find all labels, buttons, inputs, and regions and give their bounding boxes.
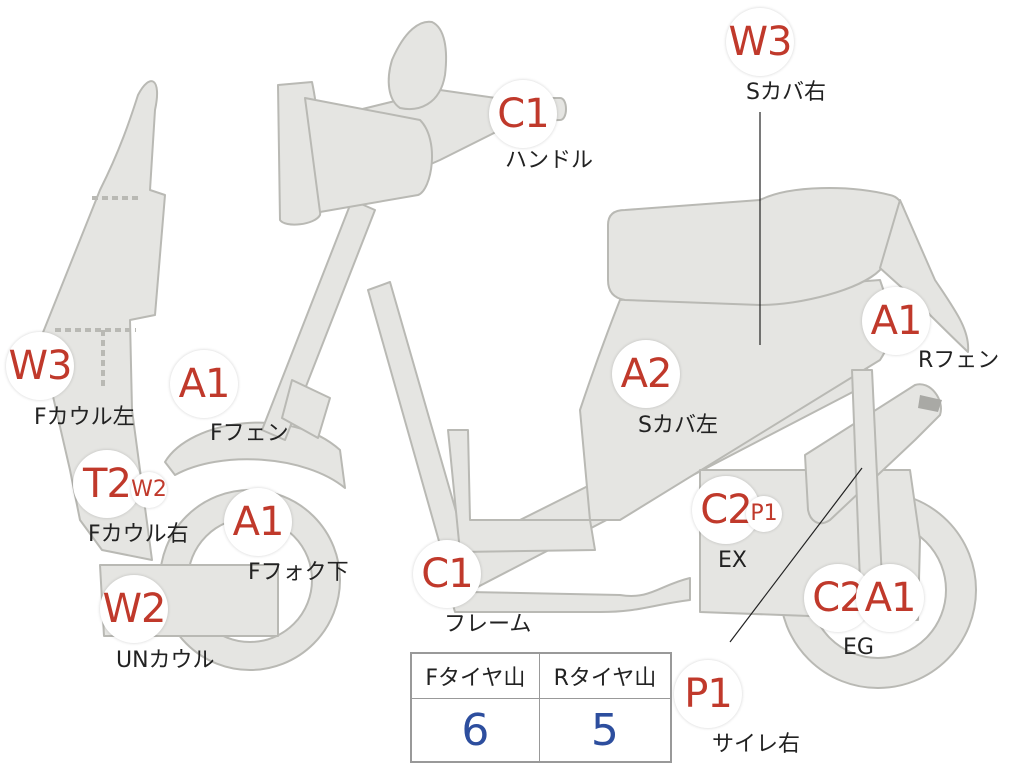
marker-exhaust-sub-code: P1 [750,501,778,526]
marker-f-cowl-right-sub-code: W2 [131,477,167,502]
marker-f-fork-lower-code: A1 [232,499,285,545]
label-exhaust: EX [718,548,747,573]
label-f-fork-lower: Fフォク下 [248,560,349,585]
marker-s-cover-right-code: W3 [728,19,793,65]
marker-f-cowl-right-code: T2 [83,461,132,507]
marker-s-cover-left-code: A2 [620,351,673,397]
label-s-cover-left: Sカバ左 [638,413,718,438]
marker-f-fender-code: A1 [178,361,231,407]
label-engine: EG [843,635,874,660]
marker-s-cover-left[interactable]: A2 [612,340,680,408]
label-muffler-right: サイレ右 [712,732,801,757]
marker-exhaust-sub[interactable]: P1 [746,496,782,532]
label-f-fender: Fフェン [210,421,289,446]
marker-under-cowl[interactable]: W2 [100,575,168,643]
marker-engine-c2-code: C2 [812,575,864,621]
marker-f-cowl-right[interactable]: T2 [73,450,141,518]
marker-s-cover-right[interactable]: W3 [726,8,794,76]
leader-muffler [729,467,863,643]
label-handle: ハンドル [505,148,594,173]
frame-downtube [367,281,471,567]
label-f-cowl-left: Fカウル左 [34,405,135,430]
tire-front-value: 6 [410,698,540,763]
front-cowl [39,80,166,561]
marker-f-fender[interactable]: A1 [170,350,238,418]
meter-pod [304,97,433,213]
marker-f-cowl-left-code: W3 [8,343,73,389]
label-r-fender: Rフェン [918,348,1000,373]
label-f-cowl-right: Fカウル右 [88,522,189,547]
marker-exhaust-code: C2 [700,487,752,533]
label-s-cover-right: Sカバ右 [746,80,826,105]
marker-frame-code: C1 [421,551,473,597]
marker-frame[interactable]: C1 [413,540,481,608]
front-fender [164,421,346,489]
fork-bracket [281,379,331,439]
marker-handle-code: C1 [497,91,549,137]
label-frame: フレーム [444,612,532,637]
label-under-cowl: UNカウル [116,648,215,673]
front-fork [261,199,376,441]
marker-muffler-right-code: P1 [684,671,733,717]
marker-r-fender[interactable]: A1 [862,287,930,355]
marker-r-fender-code: A1 [870,298,923,344]
marker-engine-a1[interactable]: A1 [856,564,924,632]
marker-engine-a1-code: A1 [864,575,917,621]
tire-tread-table: Fタイヤ山 Rタイヤ山 6 5 [410,652,672,763]
marker-f-cowl-right-sub[interactable]: W2 [131,472,167,508]
marker-f-cowl-left[interactable]: W3 [6,332,74,400]
marker-handle[interactable]: C1 [489,80,557,148]
marker-f-fork-lower[interactable]: A1 [224,488,292,556]
tire-rear-header: Rタイヤ山 [538,652,672,699]
windscreen [387,20,448,110]
footboard [447,429,596,553]
marker-under-cowl-code: W2 [102,586,167,632]
tire-front-header: Fタイヤ山 [410,652,540,699]
tire-rear-value: 5 [538,698,672,763]
marker-muffler-right[interactable]: P1 [674,660,742,728]
muffler-tip [918,395,942,412]
